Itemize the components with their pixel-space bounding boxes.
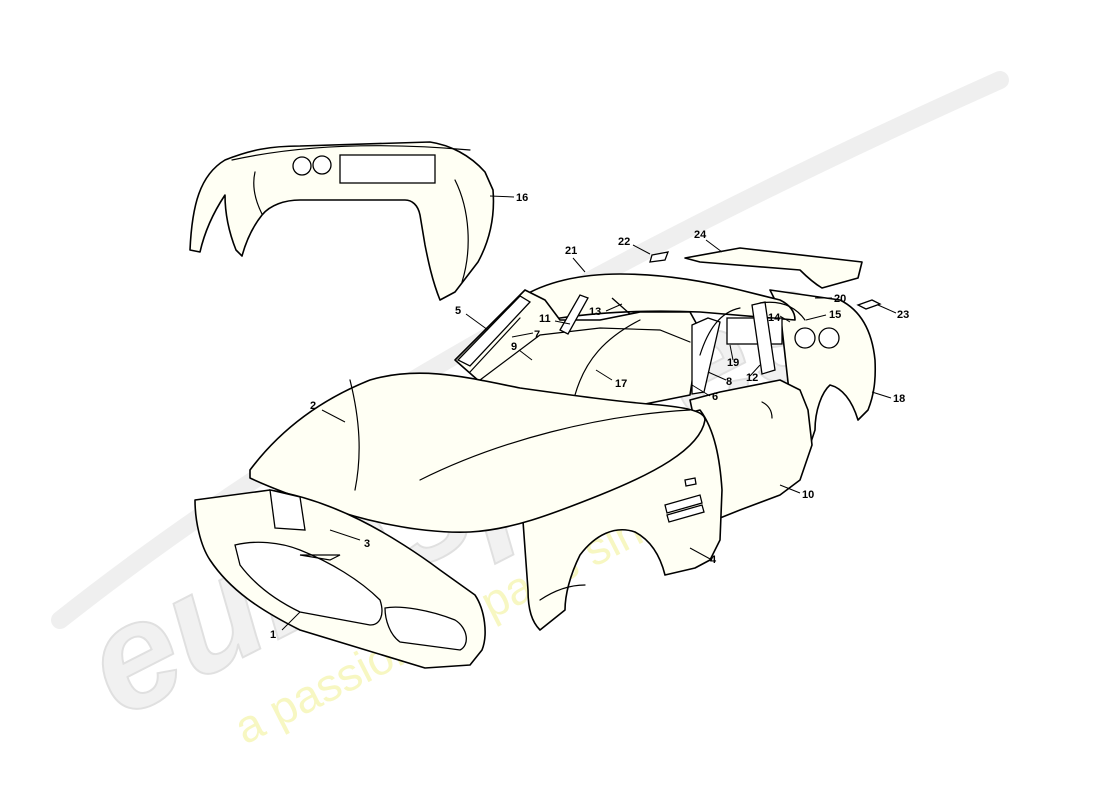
callout-1: 1 (270, 629, 276, 641)
callout-9: 9 (511, 341, 517, 353)
callout-10: 10 (802, 489, 814, 501)
callout-7: 7 (534, 329, 540, 341)
part-5-trim-strip (456, 295, 532, 367)
part-1-front-valance (194, 489, 486, 669)
part-24-rear-deck-panel (684, 247, 863, 289)
callout-18: 18 (893, 393, 905, 405)
small-trim-parts (649, 251, 882, 310)
callout-24: 24 (694, 229, 707, 241)
callout-20: 20 (834, 293, 846, 305)
callout-8: 8 (726, 376, 732, 388)
callout-22: 22 (618, 236, 630, 248)
callout-6: 6 (712, 391, 718, 403)
callout-16: 16 (516, 192, 528, 204)
windscreen-frame-group (454, 289, 806, 406)
callout-11: 11 (539, 313, 551, 325)
part-16-rear-inner-structure (189, 141, 495, 301)
callout-14: 14 (768, 312, 781, 324)
callout-3: 3 (364, 538, 370, 550)
callout-23: 23 (897, 309, 909, 321)
leader-lines (281, 195, 897, 631)
callout-2: 2 (310, 400, 316, 412)
callout-4: 4 (710, 554, 717, 566)
callout-17: 17 (615, 378, 627, 390)
part-6-a-pillar-cover (691, 317, 721, 395)
part-23-badge (856, 299, 882, 310)
callout-21: 21 (565, 245, 577, 257)
callout-12: 12 (746, 372, 758, 384)
part-2-bonnet (249, 372, 706, 533)
callouts: 1 2 3 4 5 6 7 8 9 10 11 12 13 14 15 16 1… (270, 192, 909, 641)
callout-13: 13 (589, 306, 601, 318)
callout-15: 15 (829, 309, 841, 321)
part-22-badge (649, 251, 670, 263)
callout-19: 19 (727, 357, 739, 369)
part-3-grille-surround (269, 489, 306, 531)
callout-5: 5 (455, 305, 461, 317)
